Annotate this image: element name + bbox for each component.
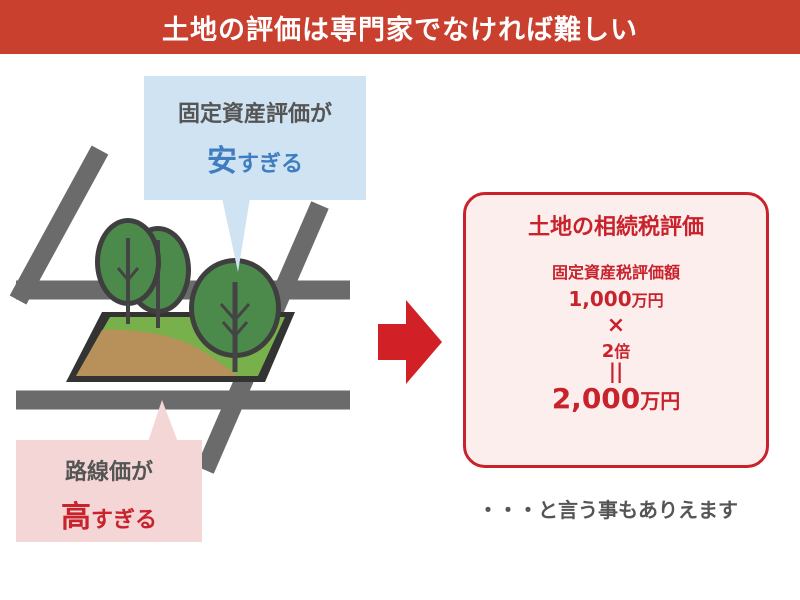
callout-top-emph: 安	[206, 144, 237, 179]
callout-fixed-asset-undervalued: 固定資産評価が 安すぎる	[144, 76, 366, 200]
callout-bottom-pointer	[148, 400, 178, 442]
callout-bottom-line1: 路線価が	[64, 460, 153, 485]
fixed-asset-value-unit: 万円	[631, 291, 664, 310]
right-arrow-icon	[378, 300, 442, 384]
callout-bottom-emph: 高	[60, 500, 91, 535]
callout-top-line2: 安すぎる	[144, 136, 366, 180]
multiply-sign: ×	[606, 313, 626, 338]
footer-note: ・・・と言う事もありえます	[478, 498, 738, 522]
result-unit: 万円	[640, 389, 681, 413]
eval-box-title: 土地の相続税評価	[527, 215, 704, 240]
multiplier-number: 2	[601, 341, 615, 362]
callout-bottom-line2: 高すぎる	[16, 492, 202, 536]
tree-left	[95, 218, 191, 328]
evaluation-result: 2,000万円	[466, 382, 766, 415]
tree-right	[189, 258, 281, 372]
callout-route-price-overvalued: 路線価が 高すぎる	[16, 440, 202, 542]
multiplier-factor: 2倍	[466, 338, 766, 362]
fixed-asset-tax-label: 固定資産税評価額	[551, 263, 680, 282]
fixed-asset-value: 1,000万円	[466, 287, 766, 311]
callout-bottom-rest: すぎる	[90, 508, 157, 533]
inheritance-tax-evaluation-box: 土地の相続税評価 固定資産税評価額 1,000万円 × 2倍 || 2,000万…	[463, 192, 769, 468]
page-title: 土地の評価は専門家でなければ難しい	[0, 0, 800, 54]
equals-sign: ||	[608, 359, 624, 383]
callout-top-pointer	[222, 198, 250, 272]
callout-top-line1: 固定資産評価が	[177, 102, 332, 127]
result-number: 2,000	[551, 382, 641, 415]
callout-top-rest: すぎる	[236, 152, 303, 177]
multiplier-unit: 倍	[614, 342, 631, 361]
fixed-asset-value-number: 1,000	[568, 287, 632, 311]
